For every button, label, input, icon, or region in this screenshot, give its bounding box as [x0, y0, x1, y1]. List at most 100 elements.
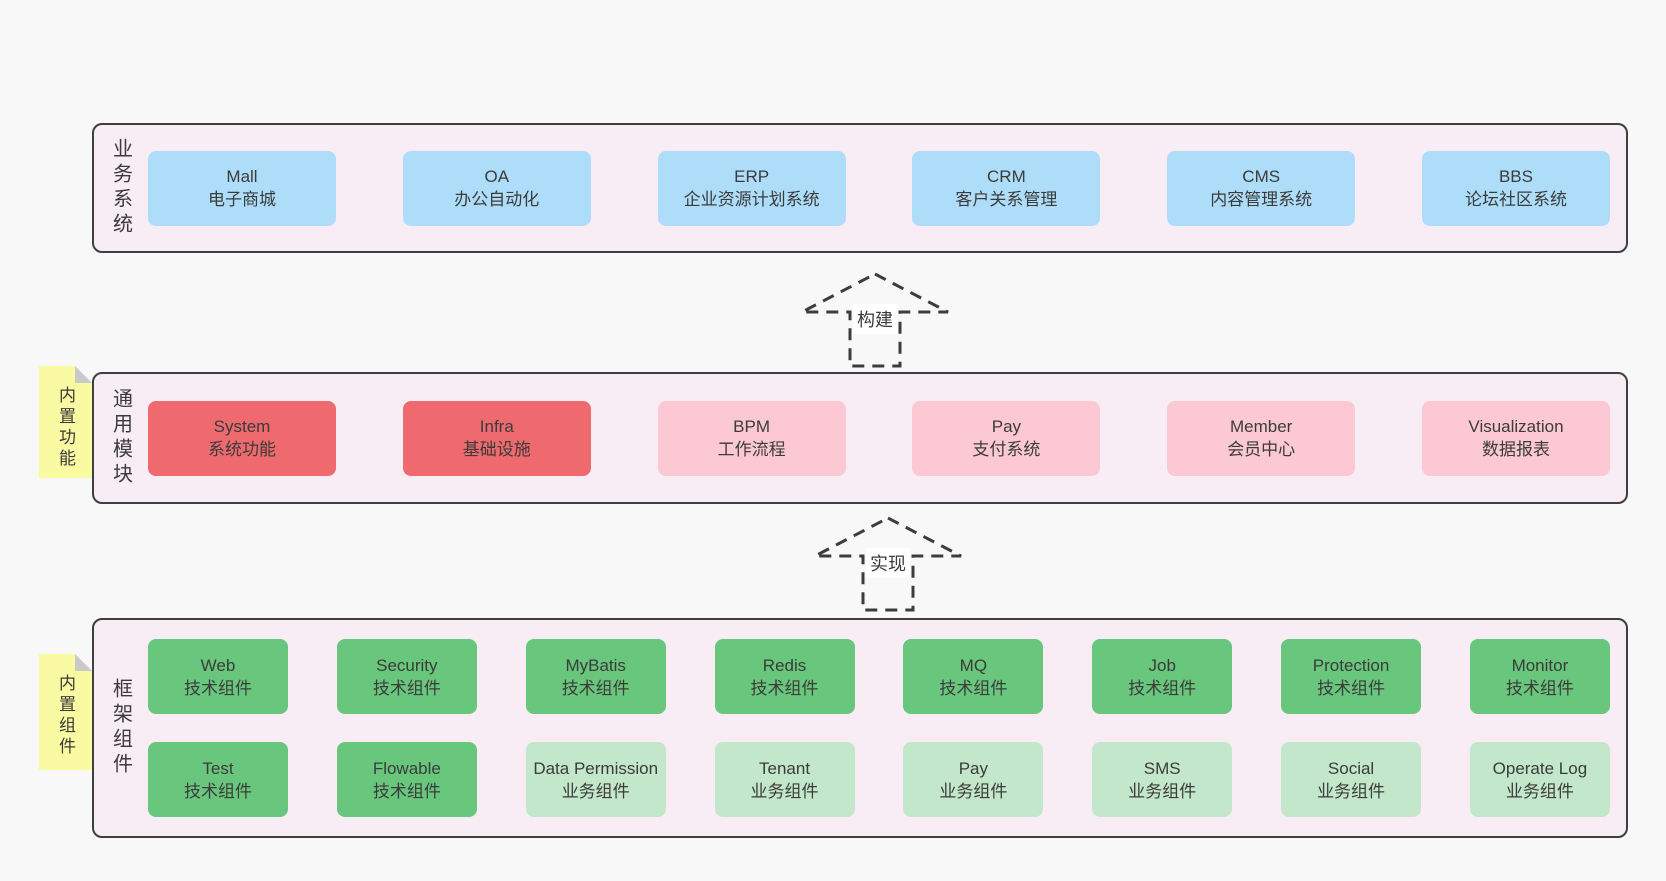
box-name: CMS: [1242, 167, 1281, 186]
box-desc: 业务组件: [750, 781, 819, 801]
box-operate-log: Operate Log 业务组件: [1469, 742, 1610, 817]
panel-components-label: 框架组件: [109, 678, 132, 778]
box-desc: 技术组件: [561, 678, 630, 698]
box-name: OA: [484, 167, 510, 186]
box-desc: 技术组件: [750, 678, 819, 698]
box-name: Test: [202, 758, 234, 778]
box-mall: Mall 电子商城: [148, 150, 336, 226]
box-desc: 内容管理系统: [1210, 190, 1313, 209]
box-oa: OA 办公自动化: [402, 150, 591, 226]
box-name: MQ: [959, 655, 988, 675]
box-name: BPM: [733, 417, 771, 436]
box-desc: 业务组件: [939, 781, 1008, 801]
box-desc: 业务组件: [1128, 781, 1197, 801]
box-name: Security: [376, 655, 438, 675]
box-desc: 会员中心: [1227, 440, 1296, 459]
box-name: Infra: [479, 417, 514, 436]
box-name: Data Permission: [533, 758, 659, 778]
box-desc: 办公自动化: [454, 190, 540, 209]
panel-business-rows: Mall 电子商城 OA 办公自动化 ERP 企业资源计划系统 CRM 客户关系…: [148, 125, 1626, 251]
arrow-build: 构建: [800, 272, 950, 368]
panel-modules-label: 通用模块: [109, 388, 132, 488]
box-name: Flowable: [372, 758, 441, 778]
components-row-1: Web 技术组件 Security 技术组件 MyBatis 技术组件 Redi…: [148, 639, 1610, 714]
box-desc: 技术组件: [1505, 678, 1574, 698]
box-member: Member 会员中心: [1167, 400, 1356, 476]
box-desc: 技术组件: [372, 781, 441, 801]
box-desc: 技术组件: [1128, 678, 1197, 698]
business-row: Mall 电子商城 OA 办公自动化 ERP 企业资源计划系统 CRM 客户关系…: [148, 150, 1610, 226]
sticky-note-builtin-features: 内置功能: [39, 366, 92, 478]
components-row-2: Test 技术组件 Flowable 技术组件 Data Permission …: [148, 742, 1610, 817]
box-pay-component: Pay 业务组件: [903, 742, 1044, 817]
box-social: Social 业务组件: [1281, 742, 1422, 817]
box-redis: Redis 技术组件: [714, 639, 855, 714]
box-system: System 系统功能: [148, 400, 336, 476]
arrow-build-label: 构建: [853, 304, 897, 334]
box-name: Operate Log: [1492, 758, 1588, 778]
box-name: Redis: [762, 655, 807, 675]
box-name: Tenant: [759, 758, 811, 778]
box-name: System: [213, 417, 271, 436]
box-desc: 支付系统: [972, 440, 1041, 459]
panel-components-rows: Web 技术组件 Security 技术组件 MyBatis 技术组件 Redi…: [148, 620, 1626, 836]
box-name: Mall: [226, 167, 258, 186]
box-name: Web: [200, 655, 236, 675]
box-name: Pay: [958, 758, 989, 778]
box-data-permission: Data Permission 业务组件: [525, 742, 666, 817]
box-desc: 数据报表: [1481, 440, 1550, 459]
box-name: Job: [1148, 655, 1176, 675]
box-mq: MQ 技术组件: [903, 639, 1044, 714]
box-flowable: Flowable 技术组件: [336, 742, 477, 817]
box-desc: 企业资源计划系统: [683, 190, 820, 209]
modules-row: System 系统功能 Infra 基础设施 BPM 工作流程 Pay 支付系统…: [148, 400, 1610, 476]
box-name: MyBatis: [565, 655, 626, 675]
box-desc: 技术组件: [372, 678, 441, 698]
folded-corner-icon: [75, 366, 92, 383]
box-job: Job 技术组件: [1092, 639, 1233, 714]
block-arrow-up-icon: [814, 516, 962, 612]
panel-modules-rows: System 系统功能 Infra 基础设施 BPM 工作流程 Pay 支付系统…: [148, 374, 1626, 502]
panel-framework-components: 框架组件 Web 技术组件 Security 技术组件 MyBatis 技术组件…: [92, 618, 1628, 838]
box-name: Monitor: [1511, 655, 1569, 675]
box-desc: 技术组件: [184, 781, 252, 801]
sticky-note-text: 内置组件: [56, 674, 75, 758]
folded-corner-icon: [75, 654, 92, 671]
panel-business-systems: 业务系统 Mall 电子商城 OA 办公自动化 ERP 企业资源计划系统 CRM…: [92, 123, 1628, 253]
sticky-note-text: 内置功能: [56, 386, 75, 470]
sticky-note-builtin-components: 内置组件: [39, 654, 92, 770]
box-desc: 基础设施: [462, 440, 531, 459]
box-name: Protection: [1312, 655, 1390, 675]
box-pay-module: Pay 支付系统: [912, 400, 1101, 476]
box-desc: 业务组件: [1317, 781, 1386, 801]
box-desc: 技术组件: [184, 678, 252, 698]
box-visualization: Visualization 数据报表: [1421, 400, 1610, 476]
box-name: ERP: [734, 167, 770, 186]
panel-business-label: 业务系统: [109, 138, 132, 238]
box-mybatis: MyBatis 技术组件: [525, 639, 666, 714]
box-test: Test 技术组件: [148, 742, 288, 817]
arrow-implement: 实现: [813, 516, 963, 612]
box-erp: ERP 企业资源计划系统: [657, 150, 846, 226]
box-name: Member: [1230, 417, 1293, 436]
box-crm: CRM 客户关系管理: [912, 150, 1101, 226]
box-monitor: Monitor 技术组件: [1469, 639, 1610, 714]
box-desc: 业务组件: [1505, 781, 1574, 801]
box-desc: 电子商城: [208, 190, 276, 209]
box-bpm: BPM 工作流程: [657, 400, 846, 476]
box-desc: 工作流程: [717, 440, 786, 459]
box-bbs: BBS 论坛社区系统: [1421, 150, 1610, 226]
box-desc: 客户关系管理: [955, 190, 1058, 209]
box-name: SMS: [1143, 758, 1181, 778]
block-arrow-up-icon: [801, 272, 949, 368]
panel-common-modules: 通用模块 System 系统功能 Infra 基础设施 BPM 工作流程 Pay…: [92, 372, 1628, 504]
box-desc: 论坛社区系统: [1464, 190, 1567, 209]
box-name: Pay: [991, 417, 1022, 436]
box-desc: 技术组件: [939, 678, 1008, 698]
arrow-implement-label: 实现: [866, 548, 910, 578]
box-protection: Protection 技术组件: [1281, 639, 1422, 714]
box-name: BBS: [1498, 167, 1533, 186]
box-desc: 技术组件: [1317, 678, 1386, 698]
box-desc: 系统功能: [208, 440, 276, 459]
